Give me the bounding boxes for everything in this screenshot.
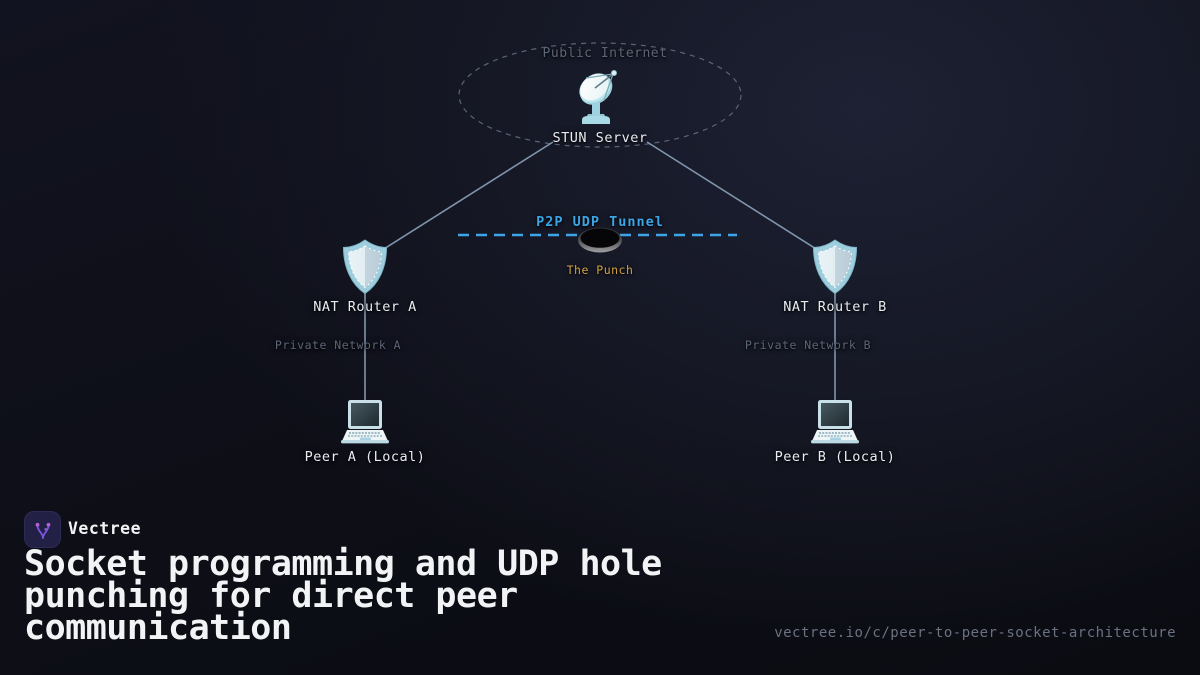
private-network-a-label: Private Network A: [274, 338, 402, 352]
p2p-udp-tunnel-label: P2P UDP Tunnel: [536, 214, 664, 230]
hole-icon: [578, 227, 622, 253]
peer-b-label: Peer B (Local): [774, 449, 896, 465]
vectree-logo: [24, 511, 61, 548]
peer-a-label: Peer A (Local): [304, 449, 426, 465]
shield-icon: [812, 239, 858, 295]
stun-server-label: STUN Server: [552, 130, 648, 146]
footer-url: vectree.io/c/peer-to-peer-socket-archite…: [774, 625, 1176, 641]
vectree-branch-icon: [35, 522, 50, 539]
link-stun-to-nat-a: [367, 141, 554, 260]
page-title: Socket programming and UDP hole punching…: [24, 544, 662, 648]
satellite-dish-icon: [579, 70, 618, 124]
nat-router-b-label: NAT Router B: [783, 299, 887, 315]
private-network-b-label: Private Network B: [744, 338, 872, 352]
brand-name: Vectree: [68, 519, 142, 538]
nat-router-a-label: NAT Router A: [313, 299, 417, 315]
the-punch-label: The Punch: [566, 263, 634, 277]
public-internet-label: Public Internet: [542, 46, 668, 61]
laptop-icon: [811, 400, 859, 444]
link-stun-to-nat-b: [646, 141, 833, 260]
shield-icon: [342, 239, 388, 295]
laptop-icon: [341, 400, 389, 444]
